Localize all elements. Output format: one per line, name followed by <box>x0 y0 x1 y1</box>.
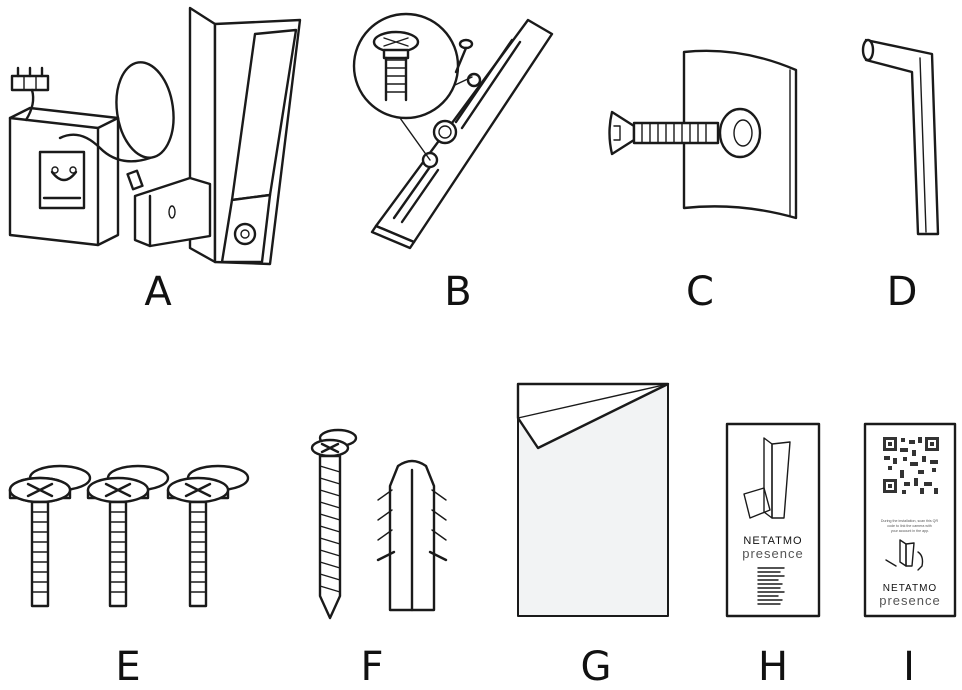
booklet-i-illustration <box>885 539 924 571</box>
item-b-mounting-bracket: B <box>352 12 554 315</box>
countersunk-screw <box>608 110 720 156</box>
bracket-plate <box>370 18 554 250</box>
item-g-template-sheet: G <box>516 382 670 690</box>
wood-screw <box>310 428 358 620</box>
label-g: G <box>581 644 612 690</box>
junction-box <box>8 106 120 247</box>
label-i: I <box>903 644 915 690</box>
label-a: A <box>144 269 172 315</box>
qr-code <box>882 436 940 494</box>
booklet-camera-illustration <box>743 437 791 519</box>
item-h-booklet: NETATMO presence H <box>725 422 821 690</box>
item-a-camera-assembly: A <box>8 6 302 315</box>
label-c: C <box>686 269 714 315</box>
magnifier-inset <box>352 12 473 161</box>
pan-head-screw <box>8 464 92 608</box>
booklet-i-product: presence <box>879 593 940 608</box>
wall-plug <box>376 459 448 612</box>
pan-head-screw <box>166 464 250 608</box>
wall-plate <box>682 49 798 220</box>
item-i-qr-card: During the installation, scan this QR co… <box>863 422 957 690</box>
label-h: H <box>758 644 788 690</box>
booklet-i-brand: NETATMO <box>883 583 937 594</box>
label-d: D <box>887 269 918 315</box>
cable-loop <box>58 61 175 191</box>
booklet-h-product: presence <box>742 546 803 561</box>
label-f: F <box>360 644 383 690</box>
booklet-h-language-list <box>757 567 785 605</box>
item-d-hex-key: D <box>861 38 940 315</box>
label-b: B <box>444 269 471 315</box>
label-e: E <box>115 644 140 690</box>
item-c-screw-plate: C <box>608 49 798 315</box>
mounting-plate <box>133 176 212 248</box>
pan-head-screw <box>86 464 170 608</box>
terminal-block <box>10 66 50 122</box>
item-e-screws: E <box>8 464 250 690</box>
bracket-screw-small <box>454 38 474 74</box>
item-f-wood-screws-plugs: F <box>310 428 448 690</box>
booklet-h-brand: NETATMO <box>743 535 802 547</box>
qr-instruction-text: During the installation, scan this QR co… <box>881 519 939 533</box>
